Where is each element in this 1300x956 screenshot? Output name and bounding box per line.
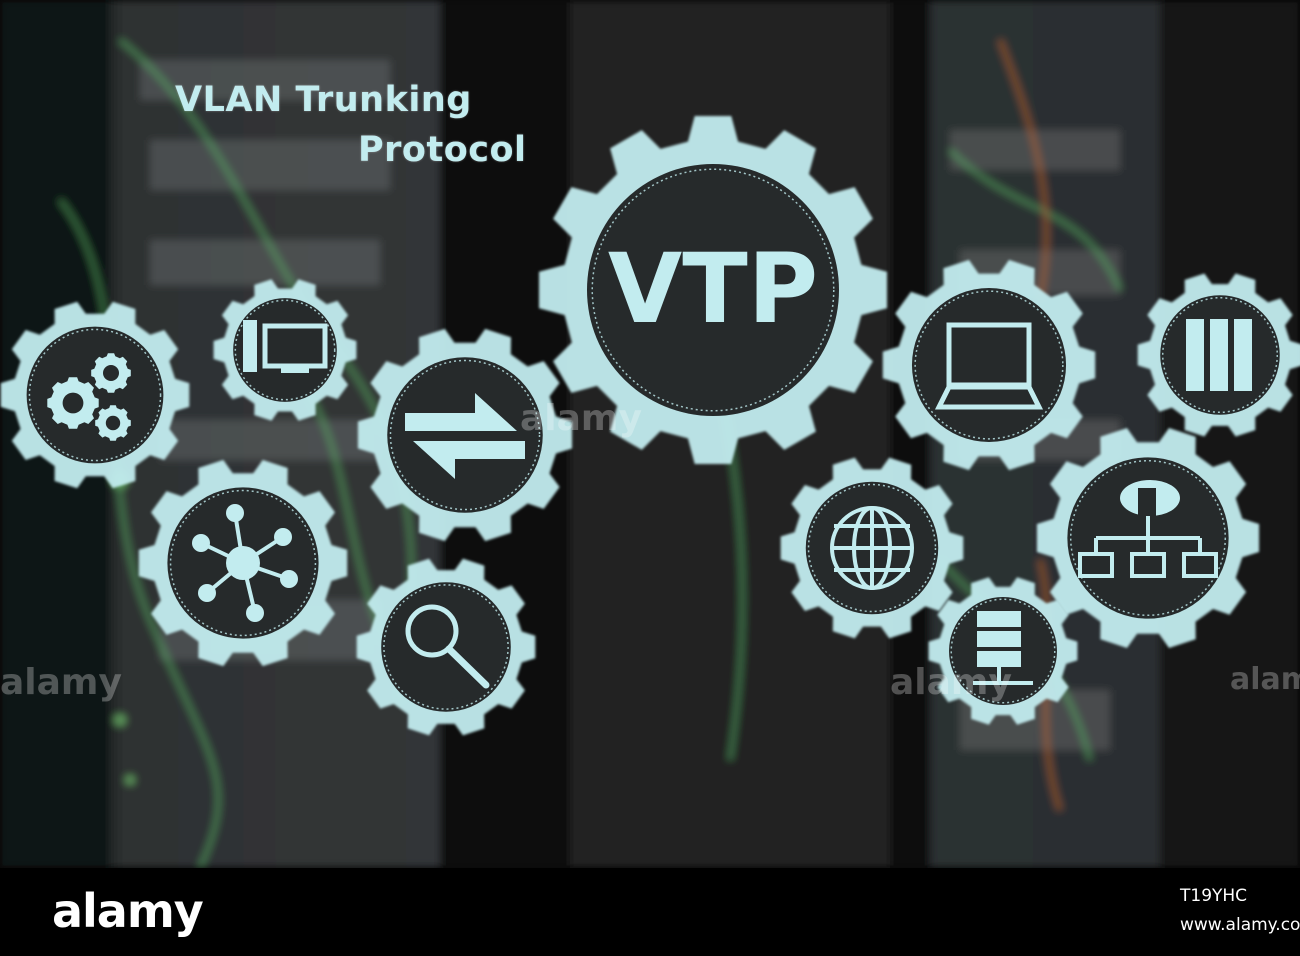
cloud-network-icon (1078, 480, 1218, 578)
watermark-center: alamy (520, 398, 642, 439)
footer-url: www.alamy.com (1180, 915, 1300, 935)
photo-stage: VTP VLAN Trunking Protocol alamy alamy a… (0, 0, 1300, 868)
network-gear (138, 459, 348, 667)
gear-inner (911, 287, 1067, 443)
footer-bar: alamy T19YHC www.alamy.com (0, 868, 1300, 956)
watermark-edge: alamy (1230, 662, 1300, 697)
gear-inner (587, 164, 839, 416)
database-gear (928, 577, 1078, 725)
gears-icon (47, 353, 131, 441)
vtp-text: VTP (608, 233, 818, 345)
cloud-network-gear (1036, 428, 1260, 648)
headline-line-1: VLAN Trunking (175, 80, 472, 120)
footer-image-id: T19YHC (1180, 886, 1248, 906)
vtp-center-gear: VTP (539, 116, 887, 464)
gear-icon-cluster: VTP (0, 116, 1300, 736)
server-rack-icon (1186, 319, 1252, 391)
footer-logo: alamy (52, 884, 204, 938)
magnifier-icon (405, 604, 490, 689)
settings-gear (0, 301, 190, 489)
watermark-left: alamy (0, 662, 122, 703)
gear-inner (26, 326, 164, 464)
arrows-exchange-icon (405, 393, 525, 479)
laptop-gear (882, 259, 1096, 471)
gear-inner (387, 357, 543, 513)
vtp-label: VTP (608, 233, 818, 345)
globe-gear (780, 457, 964, 639)
search-gear (356, 558, 536, 736)
watermark-right: alamy (890, 662, 1012, 703)
hub-network-icon (192, 504, 298, 622)
headline-line-2: Protocol (358, 130, 527, 170)
globe-icon (830, 506, 914, 590)
database-icon (973, 611, 1033, 685)
desktop-computer-icon (243, 320, 328, 373)
server-rack-gear (1137, 273, 1300, 437)
transfer-gear (357, 328, 573, 542)
computer-gear (213, 279, 357, 421)
photo-scene: VTP (0, 0, 1300, 868)
gear-inner (381, 582, 511, 712)
laptop-icon (934, 322, 1044, 410)
